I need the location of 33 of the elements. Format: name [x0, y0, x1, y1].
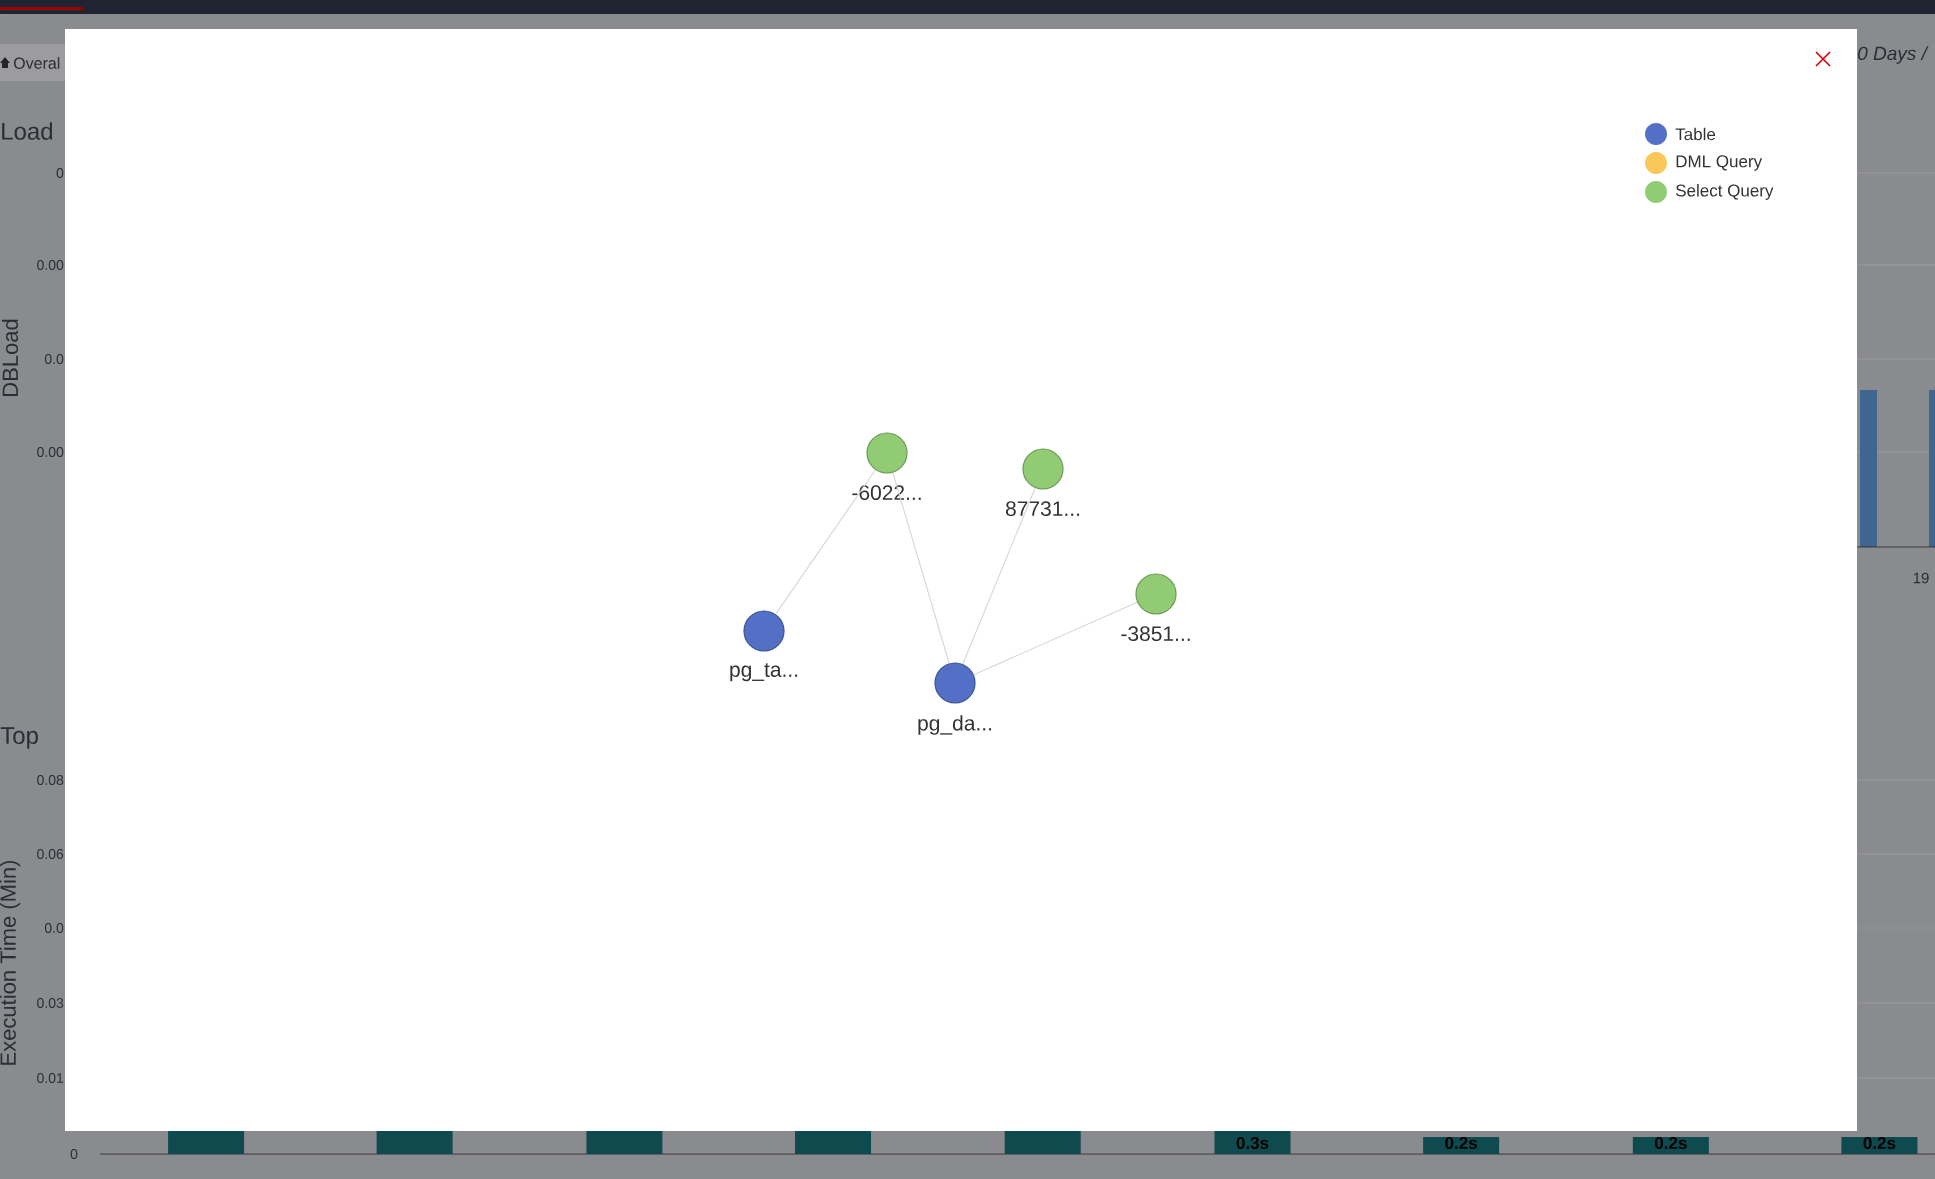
- date-range: 0 Days /: [1858, 46, 1929, 64]
- edge-line: [962, 487, 1036, 665]
- tick-label: 0.00: [37, 260, 64, 270]
- tick-label: 0: [70, 1149, 78, 1159]
- tab-label: Overal: [13, 57, 60, 69]
- tick-label: 0.0: [44, 923, 64, 933]
- edge-line: [892, 472, 950, 664]
- edge-line: [973, 601, 1138, 676]
- tick-label: 0.06: [37, 849, 64, 859]
- bar-value: 0.2s: [1863, 1137, 1896, 1150]
- legend-label: Select Query: [1676, 184, 1774, 200]
- node-label: pg_da...: [918, 715, 992, 735]
- legend-label: DML Query: [1676, 155, 1763, 171]
- axis-title: Execution Time (Min): [0, 860, 21, 1065]
- node-label: -6022...: [852, 485, 921, 501]
- bar-value: 0.2s: [1445, 1137, 1477, 1150]
- bar-value: 0.2s: [1654, 1137, 1687, 1150]
- tick-label: 0.0: [44, 354, 64, 364]
- tick-label: 19: [1913, 572, 1929, 584]
- edge-line: [775, 469, 876, 615]
- node-label: pg_ta...: [730, 663, 798, 682]
- node-label: -3851...: [1121, 626, 1190, 642]
- section-heading: Top: [0, 727, 38, 749]
- axis-title: DBLoad: [1, 319, 19, 396]
- node-label: 87731...: [1005, 501, 1080, 517]
- tick-label: 0.01: [37, 1073, 64, 1083]
- tick-label: 0.08: [37, 775, 64, 785]
- tick-label: 0.03: [37, 998, 64, 1008]
- legend-label: Table: [1675, 127, 1716, 141]
- tick-label: 0.00: [37, 447, 64, 457]
- section-heading: Load: [2, 122, 53, 140]
- tick-label: 0: [56, 168, 64, 178]
- bar-value: 0.3s: [1236, 1137, 1269, 1150]
